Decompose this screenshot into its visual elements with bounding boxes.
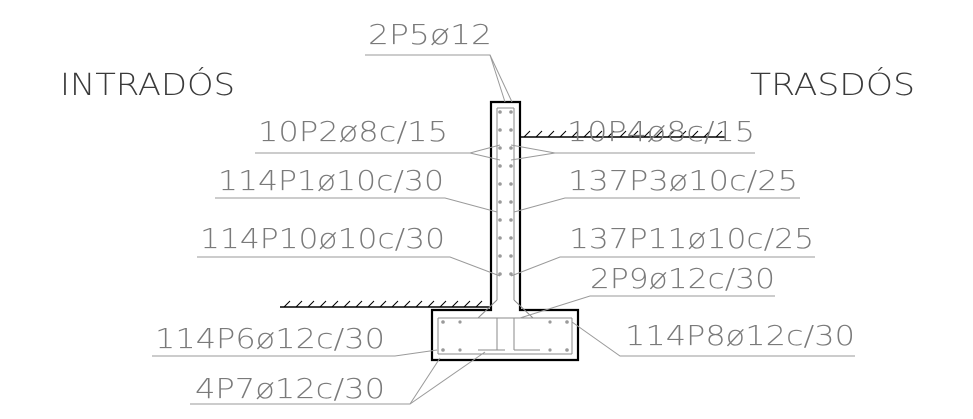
label-p1: 114P1ø10c/30 — [218, 164, 444, 197]
label-p11: 137P11ø10c/25 — [569, 222, 814, 255]
label-p2: 10P2ø8c/15 — [258, 115, 448, 148]
label-p4: 10P4ø8c/15 — [567, 115, 755, 148]
leader-lines — [152, 54, 855, 405]
ground-right — [520, 130, 726, 138]
intrados-label: INTRADÓS — [60, 66, 235, 103]
wall-outline — [430, 100, 580, 362]
label-p5: 2P5ø12 — [368, 18, 492, 51]
label-p7: 4P7ø12c/30 — [195, 372, 385, 405]
trasdos-label: TRASDÓS — [750, 66, 915, 103]
label-p3: 137P3ø10c/25 — [568, 164, 798, 197]
rebar-dots — [441, 110, 569, 352]
label-p8: 114P8ø12c/30 — [625, 319, 855, 352]
ground-left — [280, 300, 490, 308]
label-p10: 114P10ø10c/30 — [200, 222, 445, 255]
label-p9: 2P9ø12c/30 — [590, 262, 775, 295]
reinforcement — [437, 107, 573, 355]
label-p6: 114P6ø12c/30 — [155, 322, 385, 355]
